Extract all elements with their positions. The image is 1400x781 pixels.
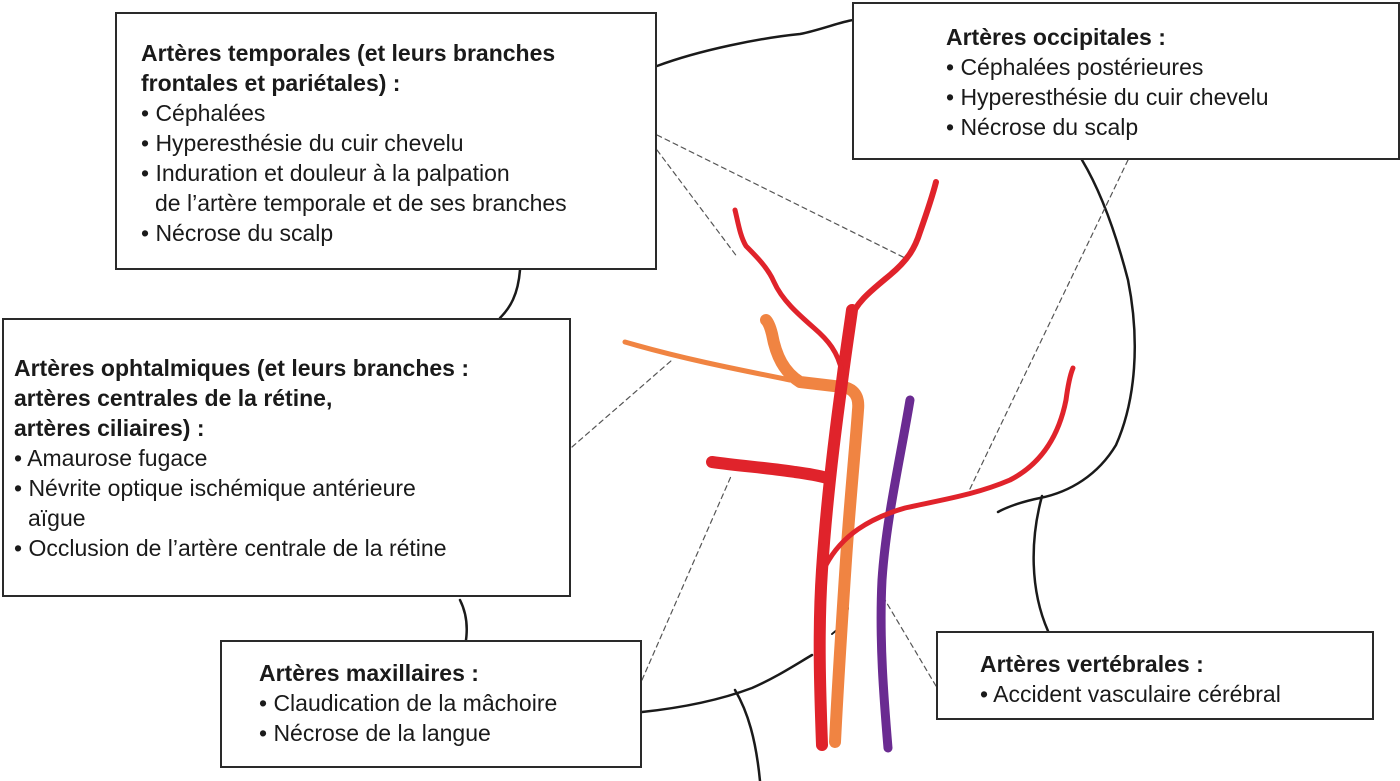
box-title-line: Artères ophtalmiques (et leurs branches … — [14, 355, 470, 381]
list-item-text: • Induration et douleur à la palpation — [141, 160, 510, 186]
head-outline-forehead — [498, 268, 522, 320]
leader-maxillary — [641, 473, 733, 681]
box-maxillary-arteries: Artères maxillaires : • Claudication de … — [220, 640, 642, 768]
list-item-text: • Accident vasculaire cérébral — [980, 681, 1281, 707]
list-item-text: • Nécrose du scalp — [946, 114, 1139, 140]
symptom-list: • Accident vasculaire cérébral — [980, 679, 1372, 709]
occipital-artery — [823, 365, 1076, 568]
list-item-text-continued: aïgue — [28, 505, 86, 531]
box-title: Artères vertébrales : — [980, 649, 1372, 679]
head-outline-jaw — [640, 653, 814, 714]
head-outline-chin — [458, 598, 468, 642]
box-title: Artères maxillaires : — [259, 658, 640, 688]
list-item: • Claudication de la mâchoire — [259, 688, 640, 718]
leader-occipital — [967, 159, 1129, 494]
list-item: • Amaurose fugace — [14, 443, 569, 473]
symptom-list: • Amaurose fugace • Névrite optique isch… — [14, 443, 569, 563]
list-item: • Accident vasculaire cérébral — [980, 679, 1372, 709]
list-item-text: • Céphalées postérieures — [946, 54, 1204, 80]
box-title-line: artères ciliaires) : — [14, 415, 205, 441]
head-outline-nape — [1032, 494, 1050, 633]
list-item: • Céphalées — [141, 98, 655, 128]
list-item: • Hyperesthésie du cuir chevelu — [946, 82, 1398, 112]
list-item: • Nécrose de la langue — [259, 718, 640, 748]
box-title: Artères ophtalmiques (et leurs branches … — [14, 353, 569, 443]
head-outline-back — [996, 158, 1136, 514]
list-item-text: • Névrite optique ischémique antérieure — [14, 475, 416, 501]
list-item: • Occlusion de l’artère centrale de la r… — [14, 533, 569, 563]
ophthalmic-artery — [622, 339, 793, 383]
box-title-line: Artères temporales (et leurs branches — [141, 40, 556, 66]
box-title-line: Artères vertébrales : — [980, 651, 1204, 677]
leader-ophthalmic — [571, 359, 673, 448]
list-item: • Névrite optique ischémique antérieure … — [14, 473, 569, 533]
list-item-text-continued: de l’artère temporale et de ses branches — [155, 190, 567, 216]
list-item-text: • Amaurose fugace — [14, 445, 208, 471]
box-occipital-arteries: Artères occipitales : • Céphalées postér… — [852, 2, 1400, 160]
box-title-line: Artères occipitales : — [946, 24, 1166, 50]
symptom-list: • Céphalées postérieures • Hyperesthésie… — [946, 52, 1398, 142]
box-vertebral-arteries: Artères vertébrales : • Accident vascula… — [936, 631, 1374, 720]
maxillary-artery — [706, 456, 833, 484]
symptom-list: • Céphalées • Hyperesthésie du cuir chev… — [141, 98, 655, 248]
symptom-list: • Claudication de la mâchoire • Nécrose … — [259, 688, 640, 748]
head-outline-top — [655, 18, 855, 68]
box-title-line: frontales et pariétales) : — [141, 70, 401, 96]
external-carotid-artery — [813, 304, 858, 751]
box-title: Artères temporales (et leurs branches fr… — [141, 38, 655, 98]
list-item-text: • Claudication de la mâchoire — [259, 690, 558, 716]
box-title-line: artères centrales de la rétine, — [14, 385, 333, 411]
leader-temporal-2 — [656, 149, 739, 259]
leader-vertebral — [884, 599, 937, 687]
head-outline-neck-front — [733, 688, 762, 781]
box-ophthalmic-arteries: Artères ophtalmiques (et leurs branches … — [2, 318, 571, 597]
superficial-temporal-trunk — [847, 179, 939, 323]
frontal-branch — [732, 207, 845, 375]
list-item-text: • Céphalées — [141, 100, 266, 126]
list-item-text: • Nécrose du scalp — [141, 220, 334, 246]
box-temporal-arteries: Artères temporales (et leurs branches fr… — [115, 12, 657, 270]
internal-carotid-artery — [760, 314, 865, 748]
list-item: • Nécrose du scalp — [141, 218, 655, 248]
list-item-text: • Hyperesthésie du cuir chevelu — [141, 130, 464, 156]
list-item-text: • Occlusion de l’artère centrale de la r… — [14, 535, 447, 561]
leader-temporal-1 — [656, 134, 906, 259]
list-item: • Nécrose du scalp — [946, 112, 1398, 142]
list-item: • Céphalées postérieures — [946, 52, 1398, 82]
list-item-text: • Nécrose de la langue — [259, 720, 491, 746]
box-title-line: Artères maxillaires : — [259, 660, 479, 686]
box-title: Artères occipitales : — [946, 22, 1398, 52]
list-item: • Hyperesthésie du cuir chevelu — [141, 128, 655, 158]
list-item-text: • Hyperesthésie du cuir chevelu — [946, 84, 1269, 110]
list-item: • Induration et douleur à la palpation d… — [141, 158, 655, 218]
vertebral-artery — [876, 395, 915, 753]
